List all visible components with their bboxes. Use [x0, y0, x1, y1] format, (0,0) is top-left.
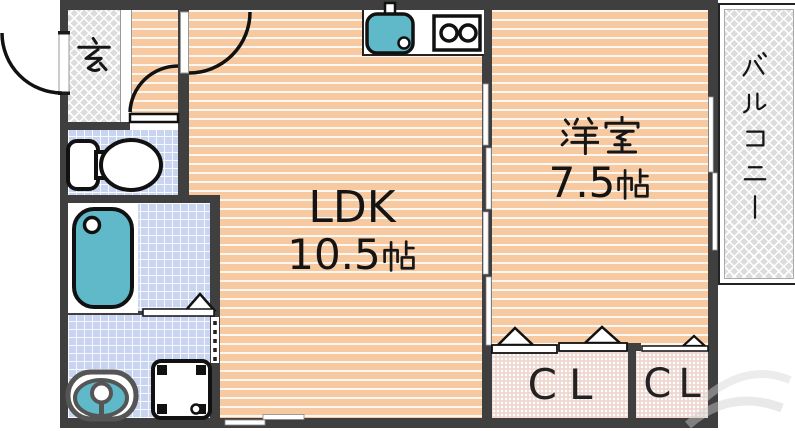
kana-ko: [746, 130, 765, 147]
western-room-label: [492, 116, 708, 156]
wall-under-hall: [60, 122, 189, 130]
toilet-floor: [68, 128, 182, 196]
wall-hall-right: [178, 10, 189, 195]
balcony-label: [740, 52, 770, 222]
wall-closet-divider: [628, 345, 636, 418]
ldk-label: LDK: [308, 182, 396, 233]
kanji-you: [560, 116, 599, 156]
wall-right: [708, 10, 718, 418]
wall-utility-right: [210, 203, 220, 418]
kana-ni: [743, 166, 767, 181]
western-room-floor: [492, 10, 708, 345]
kanji-shitsu: [604, 116, 639, 154]
balcony-floor: [724, 9, 794, 279]
wall-ldk-western-partition: [482, 10, 492, 418]
kana-ru: [743, 92, 767, 114]
ldk-floor: [189, 10, 482, 418]
entrance-label: [77, 36, 111, 72]
entrance-step: [120, 10, 132, 122]
wall-left: [60, 10, 68, 427]
ldk-size: 10.5: [222, 234, 482, 276]
wall-toilet-bath: [60, 195, 220, 203]
kana-long-vowel: [753, 195, 757, 219]
wall-bottom: [60, 418, 718, 428]
western-room-size: 7.5: [492, 162, 708, 204]
western-room-size-value: 7.5: [548, 158, 616, 207]
kana-ba: [742, 52, 767, 77]
closet-right-label: CL: [643, 361, 708, 407]
hallway-floor: [130, 10, 178, 122]
kitchen-counter: [362, 10, 484, 56]
door-swing-arc-icon: [0, 32, 63, 95]
entrance-floor: [68, 10, 120, 122]
jou-unit-glyph: [617, 168, 650, 200]
bathroom-floor: [68, 203, 210, 313]
closet-right-floor: [636, 345, 708, 418]
washroom-floor: [68, 313, 210, 418]
balcony-area: [718, 3, 795, 285]
closet-left-label: CL: [527, 360, 605, 409]
wall-bath-wash-divider: [68, 311, 145, 315]
jou-unit-glyph: [383, 240, 415, 272]
wall-top: [60, 0, 718, 10]
closet-left-floor: [492, 345, 628, 418]
ldk-size-value: 10.5: [287, 230, 381, 279]
